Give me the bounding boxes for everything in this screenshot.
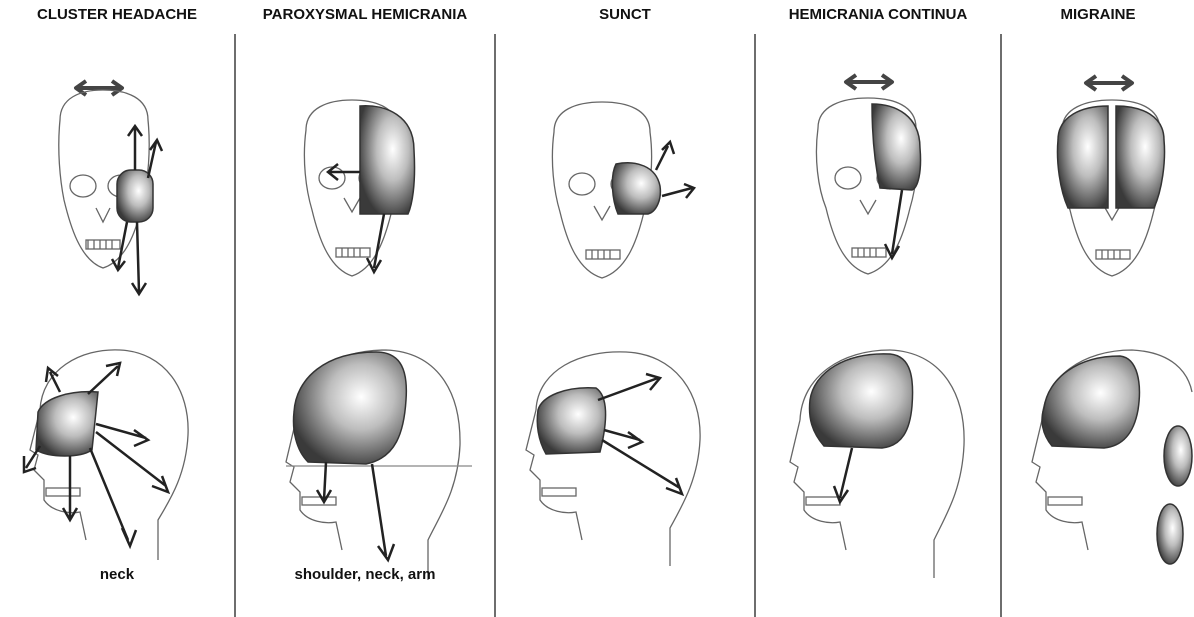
hemicrania-continua-figure bbox=[756, 0, 1000, 617]
pain-area-icon bbox=[1057, 106, 1164, 208]
column-sunct: SUNCT bbox=[496, 0, 754, 617]
pain-area-icon bbox=[537, 388, 605, 454]
radiation-arrow-icon bbox=[834, 448, 852, 502]
paroxysmal-hemicrania-figure bbox=[236, 0, 494, 617]
cluster-headache-figure bbox=[0, 0, 234, 617]
column-paroxysmal-hemicrania: PAROXYSMAL HEMICRANIA bbox=[236, 0, 494, 617]
radiation-arrow-icon bbox=[885, 190, 902, 258]
column-caption: neck bbox=[0, 566, 234, 583]
pain-area-icon bbox=[612, 163, 660, 214]
column-caption: shoulder, neck, arm bbox=[236, 566, 494, 583]
column-cluster-headache: CLUSTER HEADACHE bbox=[0, 0, 234, 617]
pain-area-icon bbox=[1042, 356, 1192, 564]
lateral-arrow-icon bbox=[846, 75, 892, 89]
sunct-figure bbox=[496, 0, 754, 617]
pain-area-icon bbox=[294, 352, 407, 464]
pain-area-icon bbox=[810, 354, 913, 448]
column-hemicrania-continua: HEMICRANIA CONTINUA bbox=[756, 0, 1000, 617]
radiation-arrow-icon bbox=[317, 462, 394, 560]
migraine-figure bbox=[1002, 0, 1194, 617]
pain-area-icon bbox=[36, 392, 98, 456]
pain-area-icon bbox=[360, 106, 415, 214]
radiation-arrow-icon bbox=[656, 142, 694, 198]
column-migraine: MIGRAINE bbox=[1002, 0, 1194, 617]
side-head-icon bbox=[526, 352, 700, 566]
radiation-arrow-icon bbox=[598, 374, 682, 494]
lateral-arrow-icon bbox=[1086, 76, 1132, 90]
